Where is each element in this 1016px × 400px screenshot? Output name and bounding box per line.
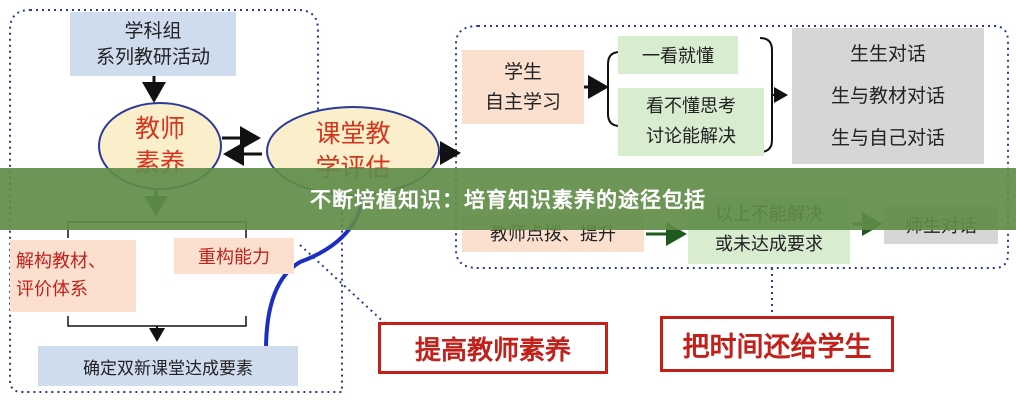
discuss-to-solve-box: 看不懂思考 讨论能解决 bbox=[618, 88, 764, 156]
caption-banner: 不断培植知识：培育知识素养的途径包括 bbox=[0, 168, 1016, 230]
bracket-bottom bbox=[67, 316, 247, 327]
callout-left-leader bbox=[299, 244, 389, 327]
student-self-study-box: 学生 自主学习 bbox=[462, 50, 584, 124]
right-dotted-frame bbox=[455, 25, 1009, 269]
callout-teacher-literacy: 提高教师素养 bbox=[378, 322, 608, 374]
branch-left bbox=[607, 51, 621, 127]
understand-at-glance-box: 一看就懂 bbox=[618, 36, 738, 74]
banner-title: 不断培植知识：培育知识素养的途径包括 bbox=[310, 188, 706, 212]
left-dotted-frame bbox=[9, 9, 343, 393]
dialogue-list-box: 生生对话 生与教材对话 生与自己对话 bbox=[792, 28, 984, 164]
group-box: 学科组 系列教研活动 bbox=[70, 12, 236, 76]
textbook-box: 解构教材、 评价体系 bbox=[10, 240, 136, 312]
callout-give-time-to-students: 把时间还给学生 bbox=[660, 316, 894, 372]
standard-elements-box: 确定双新课堂达成要素 bbox=[38, 346, 298, 386]
rebuild-ability-box: 重构能力 bbox=[174, 238, 294, 274]
